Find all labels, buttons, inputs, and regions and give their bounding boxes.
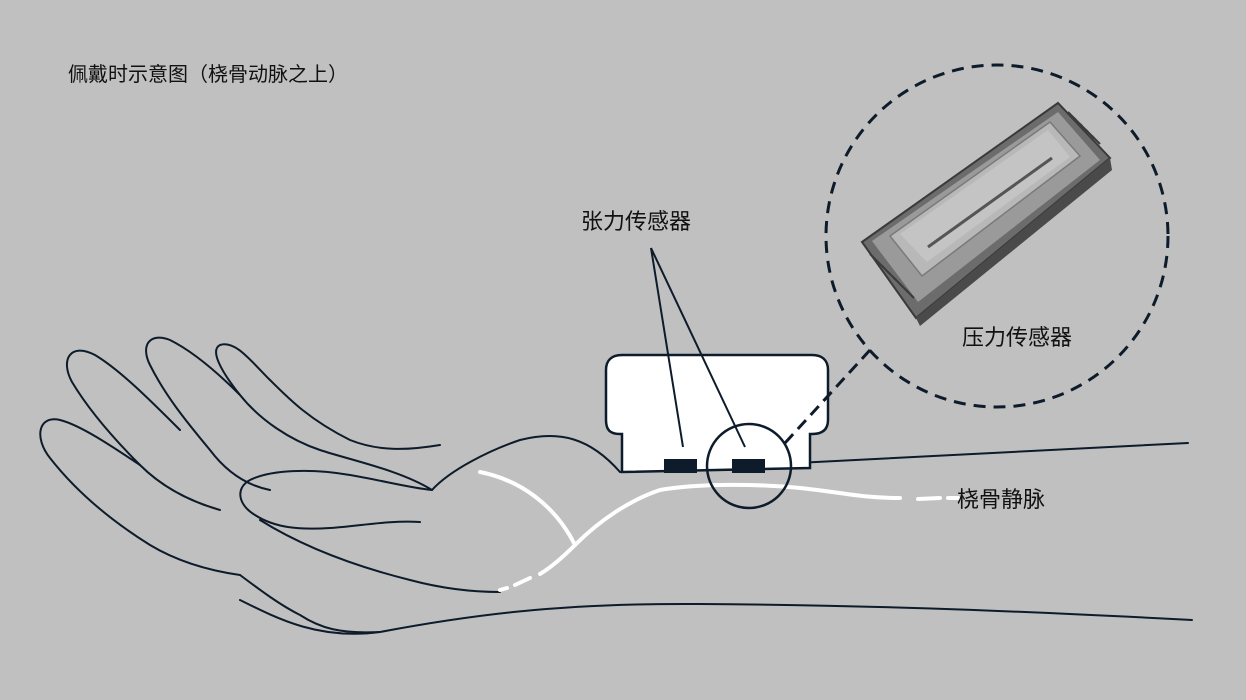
pressure-sensor-chip <box>860 101 1112 326</box>
radial-vein-label: 桡骨静脉 <box>957 488 1046 513</box>
thumb <box>239 469 433 530</box>
tension-sensor-pad-left <box>664 459 697 473</box>
hand-outline <box>39 336 1193 635</box>
pressure-sensor-label: 压力传感器 <box>962 326 1073 351</box>
wearable-device <box>604 247 872 510</box>
little-finger <box>39 418 241 576</box>
tension-sensor-pad-right <box>732 459 765 473</box>
palm-top-line <box>431 434 621 491</box>
tension-sensor-label: 张力传感器 <box>581 210 692 235</box>
index-finger <box>215 343 441 491</box>
palm-bottom-line <box>239 574 381 634</box>
radial-vein <box>478 470 960 592</box>
thumb-crease <box>259 519 501 593</box>
forearm-bottom-line <box>239 599 1193 635</box>
diagram-title: 佩戴时示意图（桡骨动脉之上） <box>68 62 348 86</box>
ring-finger <box>66 349 221 511</box>
middle-finger <box>145 336 271 491</box>
zoom-circle <box>824 63 1170 409</box>
magnifier-circle <box>705 422 793 510</box>
